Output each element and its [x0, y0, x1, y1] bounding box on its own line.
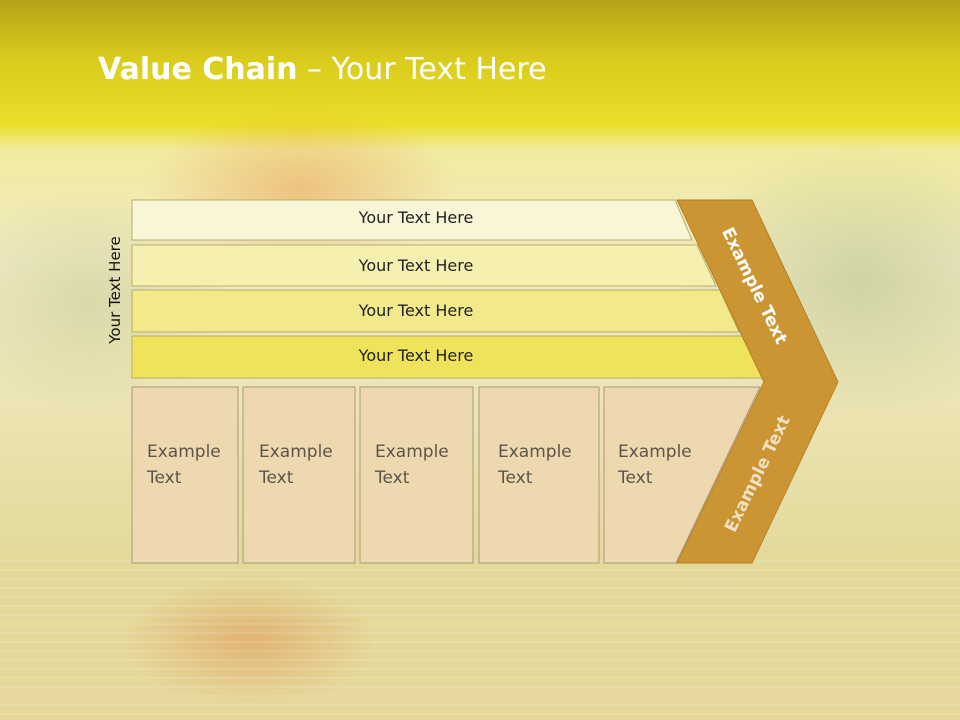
box-2-line2: Text: [259, 468, 294, 488]
box-3-shape: [359, 386, 474, 564]
box-2-shape: [242, 386, 356, 564]
box-5-line1: Example: [618, 442, 692, 462]
box-1-line1: Example: [147, 442, 221, 462]
bar-1-shape: [131, 199, 693, 241]
box-4-shape: [478, 386, 600, 564]
box-2-line1: Example: [259, 442, 333, 462]
title-rest: – Your Text Here: [297, 52, 547, 87]
bar-1-label: Your Text Here: [358, 208, 474, 227]
box-3-line1: Example: [375, 442, 449, 462]
bar-3-shape: [131, 289, 740, 333]
box-4-line2: Text: [498, 468, 533, 488]
bar-2-label: Your Text Here: [358, 256, 474, 275]
box-5-shape: [603, 386, 761, 564]
water-texture: [0, 560, 960, 720]
bar-3-label: Your Text Here: [358, 301, 474, 320]
box-1-line2: Text: [147, 468, 182, 488]
box-5-line2: Text: [618, 468, 653, 488]
box-3-line2: Text: [375, 468, 410, 488]
slide-title: Value Chain – Your Text Here: [98, 52, 547, 87]
chevron-arrow-shape: [676, 199, 839, 564]
box-1-shape: [131, 386, 239, 564]
box-4-line1: Example: [498, 442, 572, 462]
bar-2-shape: [131, 244, 717, 287]
bar-4-label: Your Text Here: [358, 346, 474, 365]
title-bold: Value Chain: [98, 52, 298, 87]
